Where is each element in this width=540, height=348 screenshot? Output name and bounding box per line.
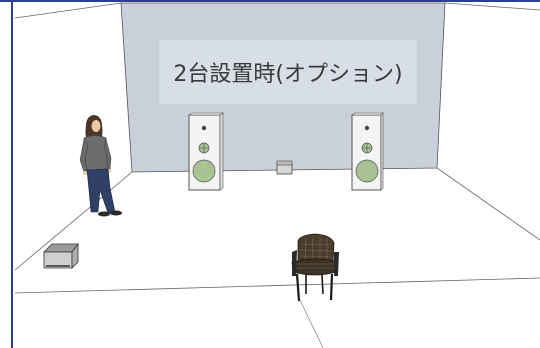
tweeter-icon [201, 125, 207, 131]
woofer-icon [192, 159, 216, 183]
right-speaker [351, 112, 384, 191]
floor-subwoofer [43, 242, 79, 269]
right-wall-top-edge [444, 2, 540, 11]
armchair [291, 233, 339, 302]
standing-person [79, 115, 122, 217]
left-speaker [188, 112, 224, 191]
floor-center-line [299, 299, 324, 348]
floor-front-line [14, 277, 540, 294]
woofer-icon [355, 159, 379, 183]
center-amplifier [276, 160, 293, 175]
caption-label: 2台設置時(オプション) [173, 62, 403, 87]
left-wall-top-edge [14, 2, 122, 19]
tweeter-icon [364, 125, 370, 131]
caption-panel: 2台設置時(オプション) [159, 40, 417, 104]
right-floor-edge [436, 167, 540, 241]
left-floor-edge [14, 171, 133, 271]
